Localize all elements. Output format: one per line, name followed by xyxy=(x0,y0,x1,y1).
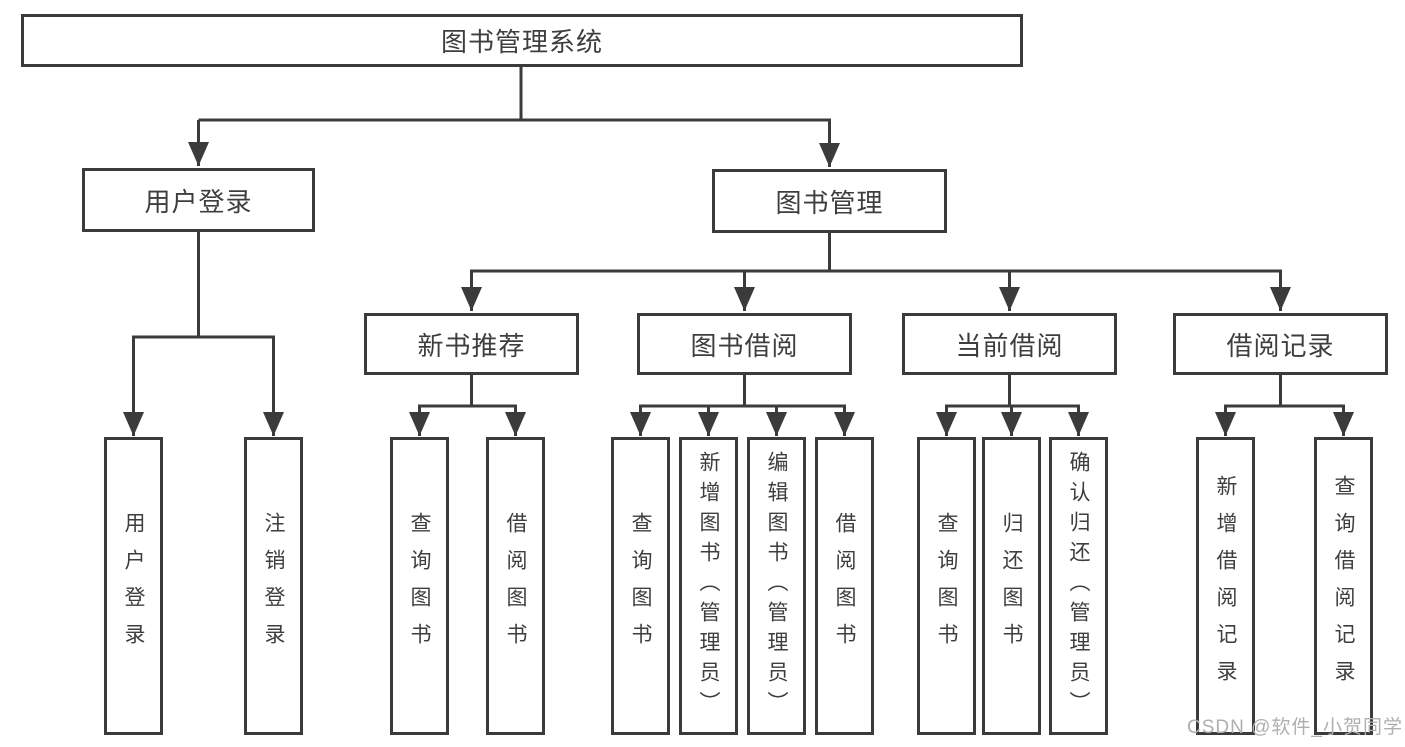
node-new-book-recommendation: 新书推荐 xyxy=(364,313,579,375)
leaf-label: 查询图书 xyxy=(408,512,431,660)
leaf-borrow-books-recommend: 借阅图书 xyxy=(486,437,545,735)
leaf-query-books-borrow: 查询图书 xyxy=(611,437,670,735)
leaf-label: 归还图书 xyxy=(1000,512,1023,660)
leaf-logout: 注销登录 xyxy=(244,437,303,735)
node-label: 新书推荐 xyxy=(417,330,526,361)
node-book-management-module: 图书管理 xyxy=(712,169,947,233)
node-label: 图书借阅 xyxy=(690,330,799,361)
node-label: 图书管理 xyxy=(775,187,884,218)
node-label: 借阅记录 xyxy=(1226,330,1335,361)
node-current-borrowing: 当前借阅 xyxy=(902,313,1117,375)
leaf-label: 查询借阅记录 xyxy=(1332,475,1355,697)
leaf-add-book-admin: 新增图书（管理员） xyxy=(679,437,738,735)
leaf-label: 确认归还（管理员） xyxy=(1067,451,1090,721)
node-borrowing-records: 借阅记录 xyxy=(1173,313,1388,375)
csdn-watermark: CSDN @软件_小贺同学 xyxy=(1187,717,1403,738)
node-label: 当前借阅 xyxy=(955,330,1064,361)
node-label: 用户登录 xyxy=(144,186,253,217)
node-label: 图书管理系统 xyxy=(440,27,603,57)
leaf-label: 借阅图书 xyxy=(504,512,527,660)
node-user-login-module: 用户登录 xyxy=(82,168,315,232)
leaf-label: 用户登录 xyxy=(122,512,145,660)
leaf-label: 查询图书 xyxy=(935,512,958,660)
leaf-query-books-recommend: 查询图书 xyxy=(390,437,449,735)
leaf-query-borrow-record: 查询借阅记录 xyxy=(1314,437,1373,735)
leaf-borrow-book: 借阅图书 xyxy=(815,437,874,735)
leaf-label: 注销登录 xyxy=(262,512,285,660)
node-book-borrowing: 图书借阅 xyxy=(637,313,852,375)
leaf-label: 借阅图书 xyxy=(833,512,856,660)
leaf-return-book: 归还图书 xyxy=(982,437,1041,735)
leaf-label: 新增图书（管理员） xyxy=(697,451,720,721)
connectors xyxy=(123,67,1354,436)
leaf-label: 新增借阅记录 xyxy=(1214,475,1237,697)
leaf-query-books-current: 查询图书 xyxy=(917,437,976,735)
leaf-add-borrow-record: 新增借阅记录 xyxy=(1196,437,1255,735)
leaf-label: 查询图书 xyxy=(629,512,652,660)
leaf-confirm-return-admin: 确认归还（管理员） xyxy=(1049,437,1108,735)
leaf-label: 编辑图书（管理员） xyxy=(765,451,788,721)
leaf-user-login: 用户登录 xyxy=(104,437,163,735)
leaf-edit-book-admin: 编辑图书（管理员） xyxy=(747,437,806,735)
node-library-management-system: 图书管理系统 xyxy=(21,14,1023,67)
